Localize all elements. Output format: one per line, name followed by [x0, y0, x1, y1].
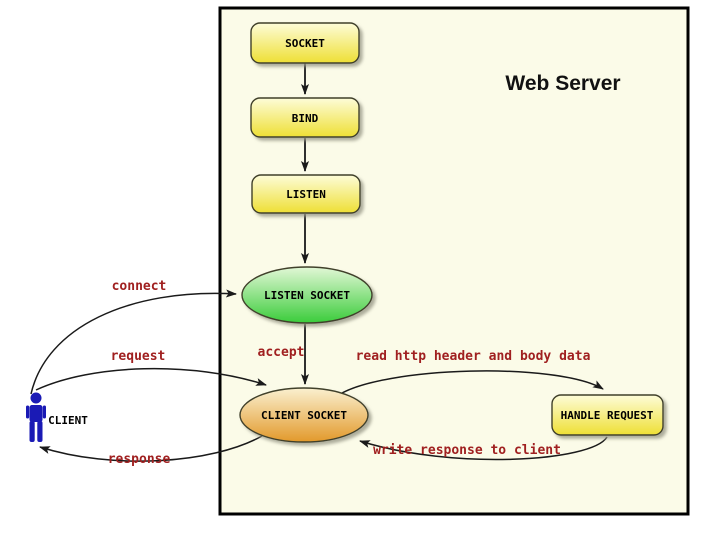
person-icon — [26, 392, 46, 442]
edge-label-request: request — [111, 349, 166, 364]
edge-label-read: read http header and body data — [356, 349, 591, 364]
edge-read-arrow — [336, 370, 604, 397]
node-bind-label: BIND — [292, 112, 319, 125]
edge-label-write: write response to client — [373, 443, 561, 458]
node-socket-label: SOCKET — [285, 37, 325, 50]
node-listen-socket: LISTEN SOCKET — [241, 266, 373, 324]
node-listen: LISTEN — [251, 174, 361, 214]
node-handle-request: HANDLE REQUEST — [551, 394, 664, 436]
edge-connect-arrow — [30, 289, 237, 395]
edge-write-arrow — [359, 436, 608, 461]
node-bind: BIND — [250, 97, 360, 138]
edge-request-arrow — [35, 367, 267, 391]
edge-label-connect: connect — [112, 279, 167, 294]
diagram-title: Web Server — [505, 72, 620, 95]
node-client-socket-label: CLIENT SOCKET — [261, 409, 347, 422]
node-listen-socket-label: LISTEN SOCKET — [264, 289, 350, 302]
edge-response-arrow — [39, 435, 263, 462]
edge-label-response: response — [108, 452, 171, 467]
node-client-socket: CLIENT SOCKET — [239, 387, 369, 443]
edge-label-accept: accept — [258, 345, 305, 360]
client-label: CLIENT — [48, 414, 88, 427]
node-listen-label: LISTEN — [286, 188, 326, 201]
node-handle-request-label: HANDLE REQUEST — [561, 409, 654, 422]
client-actor: CLIENT — [26, 392, 88, 442]
node-socket: SOCKET — [250, 22, 360, 64]
